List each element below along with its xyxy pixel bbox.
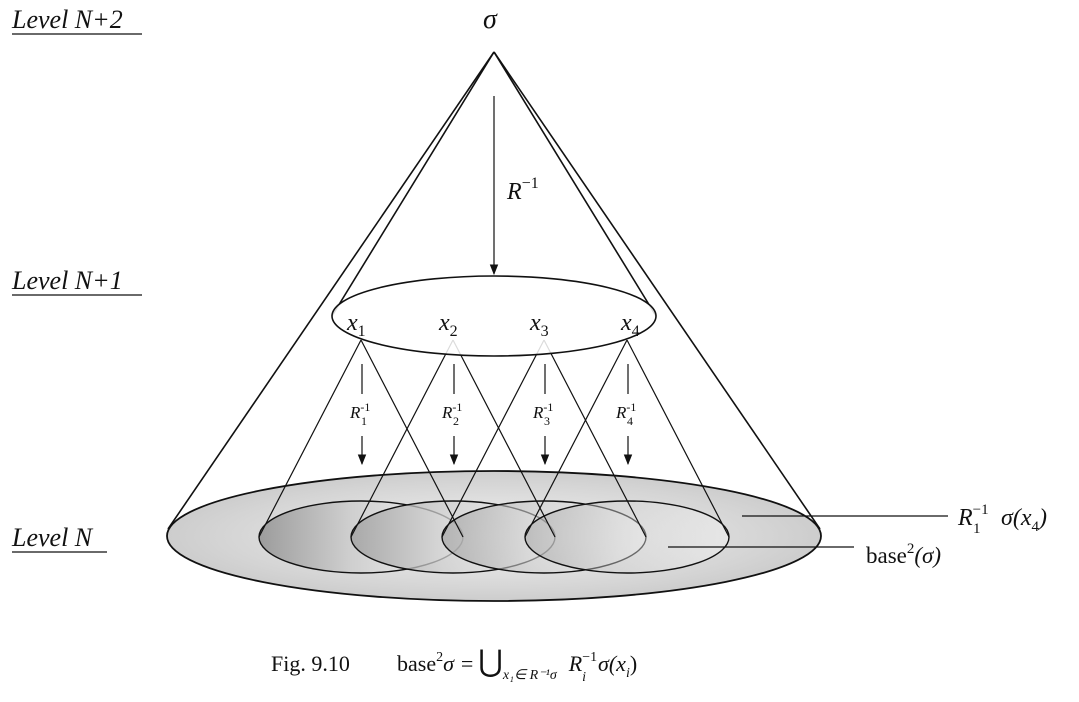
- sub-base-ellipses: [258, 500, 730, 574]
- caption-lhs-rest: σ =: [443, 651, 474, 676]
- level-top-text: Level N+2: [11, 5, 123, 34]
- callout-2-base: base: [866, 543, 907, 568]
- caption-rhs-close: ): [630, 651, 637, 676]
- node-x1-base: x: [346, 310, 358, 336]
- sub-arrow-1-base: R: [349, 403, 361, 422]
- node-x4: x4: [620, 310, 640, 340]
- sub-cone-4-left: [524, 339, 628, 538]
- node-x3-sub: 3: [541, 323, 549, 340]
- caption-rhs-rest-sub: i: [626, 666, 630, 681]
- level-bottom-text: Level N: [11, 523, 94, 552]
- callout-1-rest: σ(x: [1001, 505, 1032, 531]
- callout-label-2: base2(σ): [866, 541, 941, 568]
- callout-2-sup: 2: [907, 541, 915, 557]
- main-arrow-label-base: R: [506, 179, 522, 205]
- node-x1-sub: 1: [358, 323, 366, 340]
- caption-union-sub: x₁∈ R⁻¹σ: [502, 668, 558, 683]
- sub-cone-3-right: [543, 339, 647, 538]
- node-x2-sub: 2: [450, 323, 458, 340]
- sub-arrow-1-sup: -1: [360, 400, 370, 414]
- callout-1-sub: 1: [973, 521, 981, 537]
- level-label-bottom: Level N: [11, 523, 107, 553]
- sub-arrow-4-sub: 4: [627, 414, 633, 428]
- sub-cone-1-right: [360, 339, 464, 538]
- caption-fig-number: Fig. 9.10: [271, 651, 350, 676]
- caption-rhs-rest: σ(x: [598, 651, 626, 676]
- apex-sigma: σ: [483, 4, 498, 35]
- sub-arrow-4-base: R: [615, 403, 627, 422]
- sub-arrow-1-sub: 1: [361, 414, 367, 428]
- sub-arrow-2-sup: -1: [452, 400, 462, 414]
- sub-arrow-3-sub: 3: [544, 414, 550, 428]
- node-x2: x2: [438, 310, 458, 340]
- level-middle-text: Level N+1: [11, 266, 123, 295]
- sub-cone-4-right: [626, 339, 730, 538]
- node-labels: x1 x2 x3 x4: [346, 310, 640, 340]
- sub-arrow-2-sub: 2: [453, 414, 459, 428]
- sub-cone-2-left: [350, 339, 454, 538]
- main-arrow-label-sup: −1: [522, 175, 539, 192]
- caption-lhs-sup: 2: [436, 650, 443, 665]
- sub-cone-1-left: [258, 339, 362, 538]
- sub-cone-3-left: [441, 339, 545, 538]
- node-x4-sub: 4: [632, 323, 640, 340]
- level-label-middle: Level N+1: [11, 266, 142, 296]
- outer-cone-right-line: [493, 51, 821, 530]
- callout-1-sup: −1: [973, 502, 989, 518]
- outer-cone-left-line: [167, 51, 495, 530]
- middle-ellipse: [331, 275, 657, 357]
- inner-cone-left-line: [331, 51, 495, 317]
- node-x4-base: x: [620, 310, 632, 336]
- callout-2-rest: (σ): [914, 543, 941, 568]
- caption-rhs-base: R: [568, 651, 583, 676]
- node-x3-base: x: [529, 310, 541, 336]
- callout-1-close: ): [1037, 505, 1047, 531]
- sub-arrow-3-base: R: [532, 403, 544, 422]
- node-x3: x3: [529, 310, 549, 340]
- sub-cone-2-right: [452, 339, 556, 538]
- caption-rhs-sup: −1: [582, 650, 597, 665]
- callout-1-base: R: [957, 505, 973, 531]
- main-arrow-label: R−1: [506, 175, 539, 205]
- caption-rhs-sub: i: [582, 670, 586, 685]
- level-label-top: Level N+2: [11, 5, 142, 35]
- callout-1-rest-sub: 4: [1031, 519, 1039, 535]
- sub-arrow-3-sup: -1: [543, 400, 553, 414]
- caption-lhs-base: base: [397, 651, 436, 676]
- inner-cone-right-line: [493, 51, 657, 317]
- callout-label-1: R−1 1 σ(x4): [957, 502, 1047, 537]
- sub-arrow-4-sup: -1: [626, 400, 636, 414]
- outer-cone: [167, 51, 821, 530]
- node-x2-base: x: [438, 310, 450, 336]
- caption-union: ⋃: [478, 645, 503, 678]
- sub-base-ellipse-4: [524, 500, 730, 574]
- sub-arrow-2-base: R: [441, 403, 453, 422]
- node-x1: x1: [346, 310, 366, 340]
- sub-cones: [258, 339, 730, 538]
